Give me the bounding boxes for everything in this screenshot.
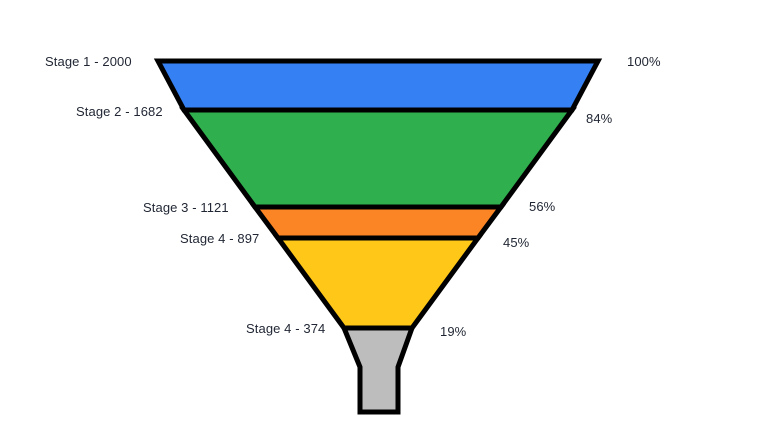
percent-label-2: 84%	[586, 111, 613, 126]
stage-label-1: Stage 1 - 2000	[45, 54, 132, 69]
funnel-band-stage-2[interactable]	[179, 107, 577, 210]
stage-label-2: Stage 2 - 1682	[76, 104, 163, 119]
stage-label-5: Stage 4 - 374	[246, 321, 326, 336]
percent-label-4: 45%	[503, 235, 530, 250]
funnel-band-stage-1[interactable]	[153, 58, 603, 113]
funnel-band-stage-3[interactable]	[250, 204, 506, 241]
percent-label-3: 56%	[529, 199, 556, 214]
funnel-band-stage-4[interactable]	[273, 235, 483, 331]
stage-label-3: Stage 3 - 1121	[143, 200, 229, 215]
percent-label-5: 19%	[440, 324, 467, 339]
percent-label-1: 100%	[627, 54, 661, 69]
funnel-band-stage-5[interactable]	[340, 325, 416, 415]
stage-label-4: Stage 4 - 897	[180, 231, 260, 246]
